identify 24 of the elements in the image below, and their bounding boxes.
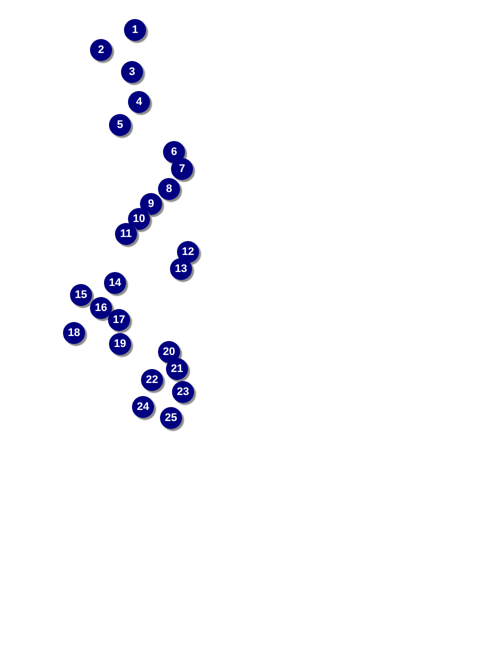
callout-number: 22 (141, 369, 163, 391)
callout-number: 24 (132, 396, 154, 418)
callout-number: 7 (171, 158, 193, 180)
callout-number: 4 (128, 91, 150, 113)
callout-number: 20 (158, 341, 180, 363)
callout-number: 15 (70, 284, 92, 306)
callout-number: 23 (172, 381, 194, 403)
callout-number: 9 (140, 193, 162, 215)
callout-number: 6 (163, 141, 185, 163)
callout-number: 13 (170, 258, 192, 280)
callout-number: 16 (90, 297, 112, 319)
callout-number: 8 (158, 178, 180, 200)
callout-number: 5 (109, 114, 131, 136)
callout-number: 21 (166, 358, 188, 380)
callout-number: 25 (160, 407, 182, 429)
callout-number: 11 (115, 223, 137, 245)
callout-number: 12 (177, 241, 199, 263)
callout-number: 17 (108, 309, 130, 331)
callout-number: 3 (121, 61, 143, 83)
callout-number: 14 (104, 272, 126, 294)
callout-number: 18 (63, 322, 85, 344)
callout-number: 1 (124, 19, 146, 41)
callout-number: 19 (109, 333, 131, 355)
callout-number: 2 (90, 39, 112, 61)
